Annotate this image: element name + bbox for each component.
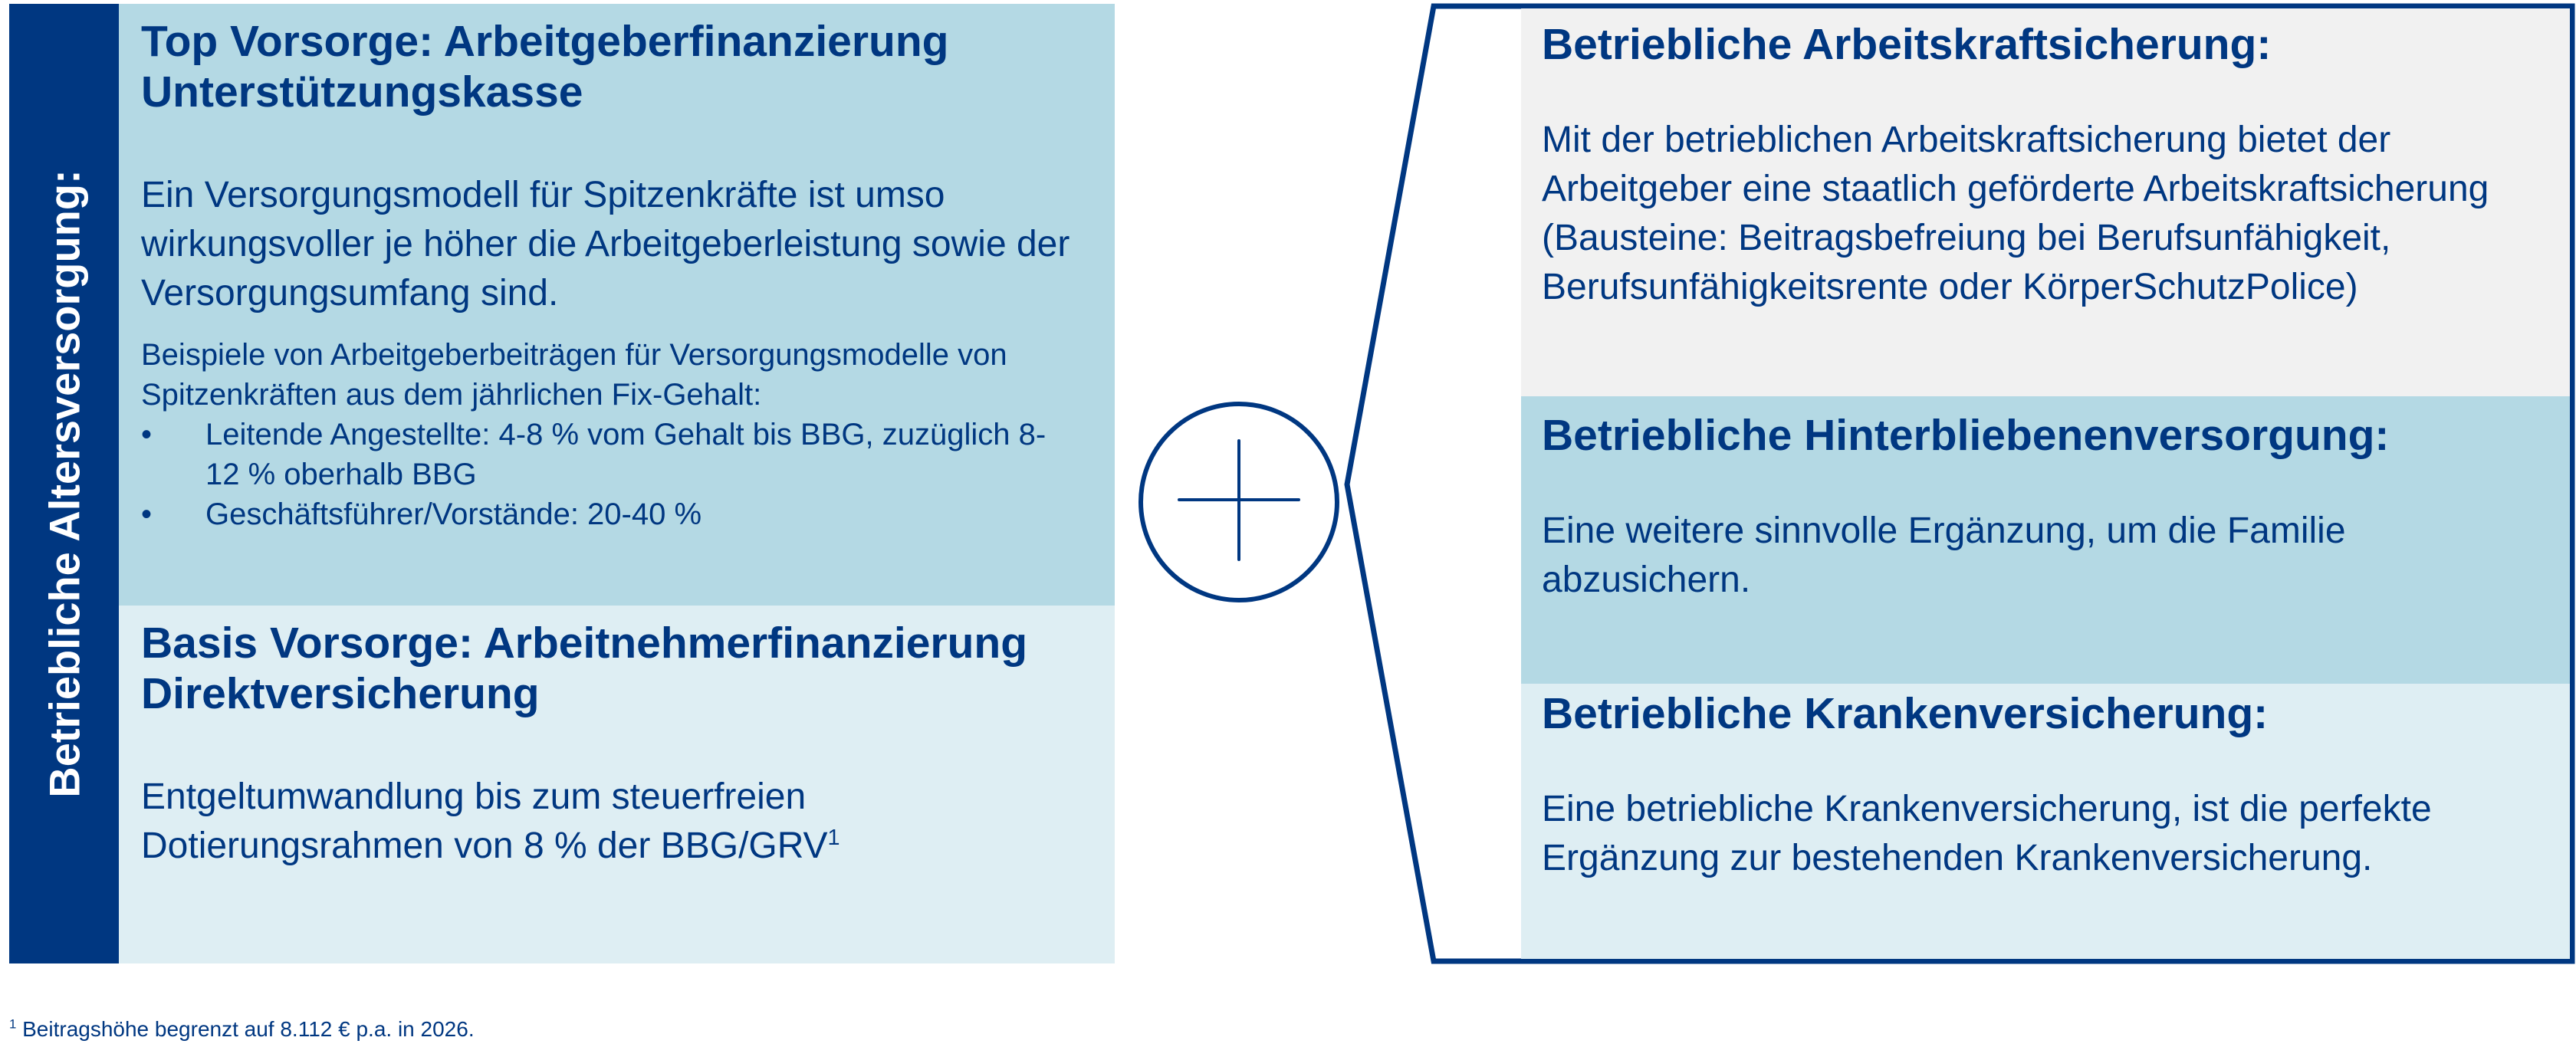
section-hinterbliebenenversorgung: Betriebliche Hinterbliebenenversorgung: … — [1521, 396, 2570, 684]
sidebar-vertical-label-bar: Betriebliche Altersversorgung: — [9, 4, 119, 963]
section-arbeitskraftsicherung: Betriebliche Arbeitskraftsicherung: Mit … — [1521, 8, 2570, 396]
section-krankenversicherung: Betriebliche Krankenversicherung: Eine b… — [1521, 684, 2570, 959]
panel-basis-vorsorge: Basis Vorsorge: Arbeitnehmerfinanzierung… — [119, 606, 1115, 963]
footnote-number: 1 — [9, 1016, 17, 1032]
basis-vorsorge-text: Entgeltumwandlung bis zum steuerfreien D… — [141, 773, 946, 871]
panel-top-vorsorge: Top Vorsorge: Arbeitgeberfinanzierung Un… — [119, 4, 1115, 606]
basis-vorsorge-title-line1: Basis Vorsorge: Arbeitnehmerfinanzierung — [141, 619, 1028, 668]
examples-intro: Beispiele von Arbeitgeberbeiträgen für V… — [141, 338, 1007, 412]
footnote-marker: 1 — [827, 826, 840, 850]
section-title: Betriebliche Krankenversicherung: — [1542, 689, 2269, 738]
section-text: Eine weitere sinnvolle Ergänzung, um die… — [1542, 510, 2346, 600]
basis-vorsorge-title: Basis Vorsorge: Arbeitnehmerfinanzierung… — [141, 618, 1115, 719]
top-vorsorge-title-line2: Unterstützungskasse — [141, 67, 583, 117]
top-vorsorge-title-line1: Top Vorsorge: Arbeitgeberfinanzierung — [141, 17, 949, 66]
footnote: 1 Beitragshöhe begrenzt auf 8.112 € p.a.… — [9, 1016, 475, 1042]
basis-vorsorge-title-line2: Direktversicherung — [141, 669, 540, 718]
examples-list: Leitende Angestellte: 4-8 % vom Gehalt b… — [141, 415, 1046, 534]
bracket-outline — [1344, 3, 2575, 964]
sidebar-title: Betriebliche Altersversorgung: — [40, 169, 88, 798]
section-text-components: (Bausteine: Beitragsbefreiung bei Berufs… — [1542, 218, 2391, 307]
section-title: Betriebliche Hinterbliebenenversorgung: — [1542, 411, 2390, 460]
basis-vorsorge-text-body: Entgeltumwandlung bis zum steuerfreien D… — [141, 776, 828, 866]
top-vorsorge-title: Top Vorsorge: Arbeitgeberfinanzierung Un… — [141, 16, 1115, 117]
footnote-text: Beitragshöhe begrenzt auf 8.112 € p.a. i… — [22, 1017, 475, 1041]
list-item: Leitende Angestellte: 4-8 % vom Gehalt b… — [141, 415, 1049, 494]
list-item: Geschäftsführer/Vorstände: 20-40 % — [141, 494, 1046, 534]
right-panel: Betriebliche Arbeitskraftsicherung: Mit … — [1521, 8, 2570, 959]
section-text: Eine betriebliche Krankenversicherung, i… — [1542, 789, 2432, 878]
top-vorsorge-intro: Ein Versorgungsmodell für Spitzenkräfte … — [141, 175, 1070, 313]
section-title: Betriebliche Arbeitskraftsicherung: — [1542, 20, 2272, 69]
plus-circle-icon — [1138, 402, 1339, 602]
section-text: Mit der betrieblichen Arbeitskraftsicher… — [1542, 120, 2489, 209]
